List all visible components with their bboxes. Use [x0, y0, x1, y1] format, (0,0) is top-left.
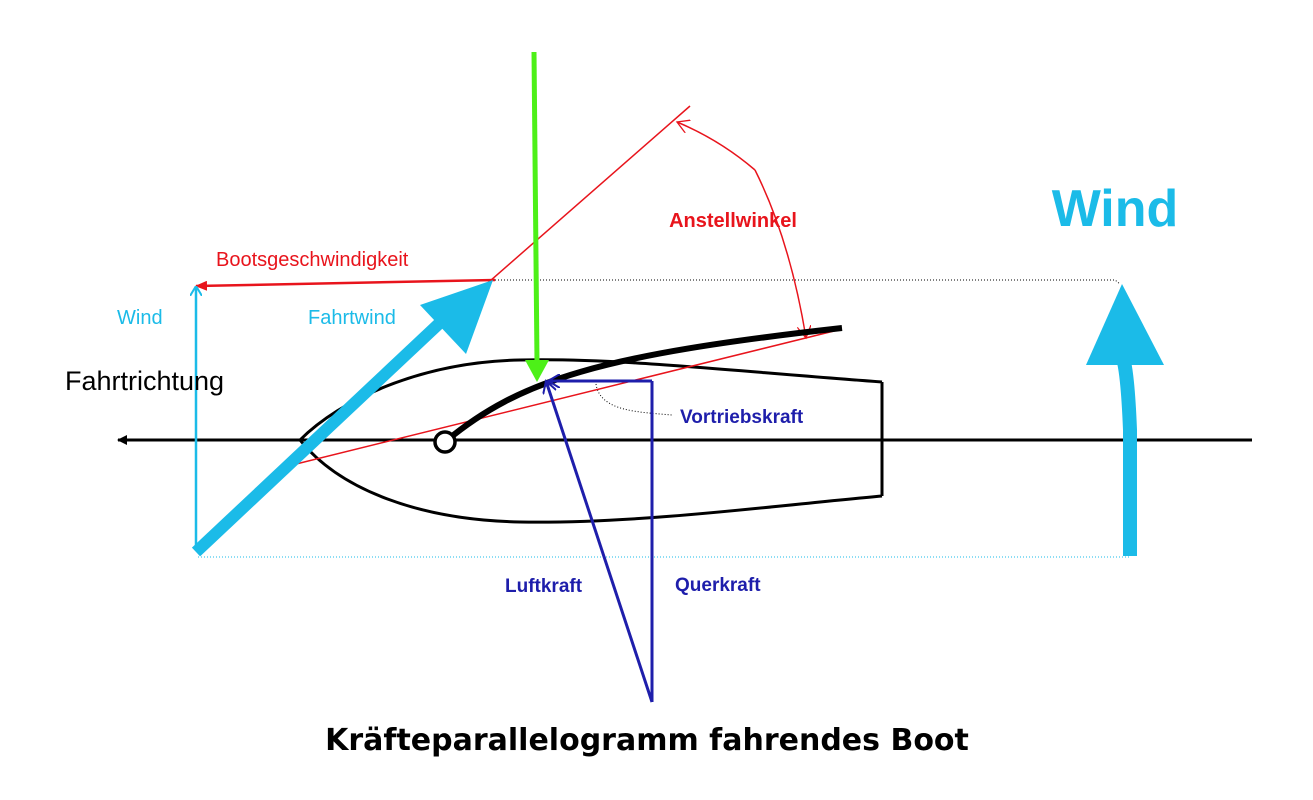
wind-small-label: Wind — [117, 307, 163, 329]
vortriebskraft-label: Vortriebskraft — [680, 407, 804, 428]
green-wind-arrow-head — [525, 360, 549, 382]
air-force-arrow — [546, 381, 654, 703]
dotted-leader-vortrieb — [595, 383, 673, 416]
fahrtwind-label: Fahrtwind — [308, 307, 396, 329]
chord-line — [283, 329, 839, 468]
querkraft-label: Querkraft — [675, 575, 761, 596]
wind-big-label: Wind — [1052, 180, 1179, 238]
luftkraft-label: Luftkraft — [505, 576, 583, 597]
dotted-guide-top — [495, 279, 1121, 285]
wind-big-arrow-head — [1086, 284, 1164, 365]
green-wind-arrow-shaft — [531, 51, 540, 363]
angle-of-attack-arc-start — [677, 122, 756, 171]
apparent-wind-arrow-shaft — [191, 313, 450, 557]
boat-hull — [297, 358, 884, 524]
anstellwinkel-label: Anstellwinkel — [669, 210, 797, 232]
sail — [444, 325, 843, 444]
bootsgeschwindigkeit-label: Bootsgeschwindigkeit — [216, 249, 409, 271]
angle-of-attack-arc — [754, 169, 806, 338]
mast — [433, 430, 457, 454]
boat-speed-arrow — [195, 278, 496, 291]
diagram-title: Kräfteparallelogramm fahrendes Boot — [325, 723, 969, 758]
apparent-wind-arrow-head — [420, 280, 493, 354]
wind-big-arrow-shaft — [1117, 360, 1137, 556]
fahrtrichtung-label: Fahrtrichtung — [65, 366, 224, 396]
